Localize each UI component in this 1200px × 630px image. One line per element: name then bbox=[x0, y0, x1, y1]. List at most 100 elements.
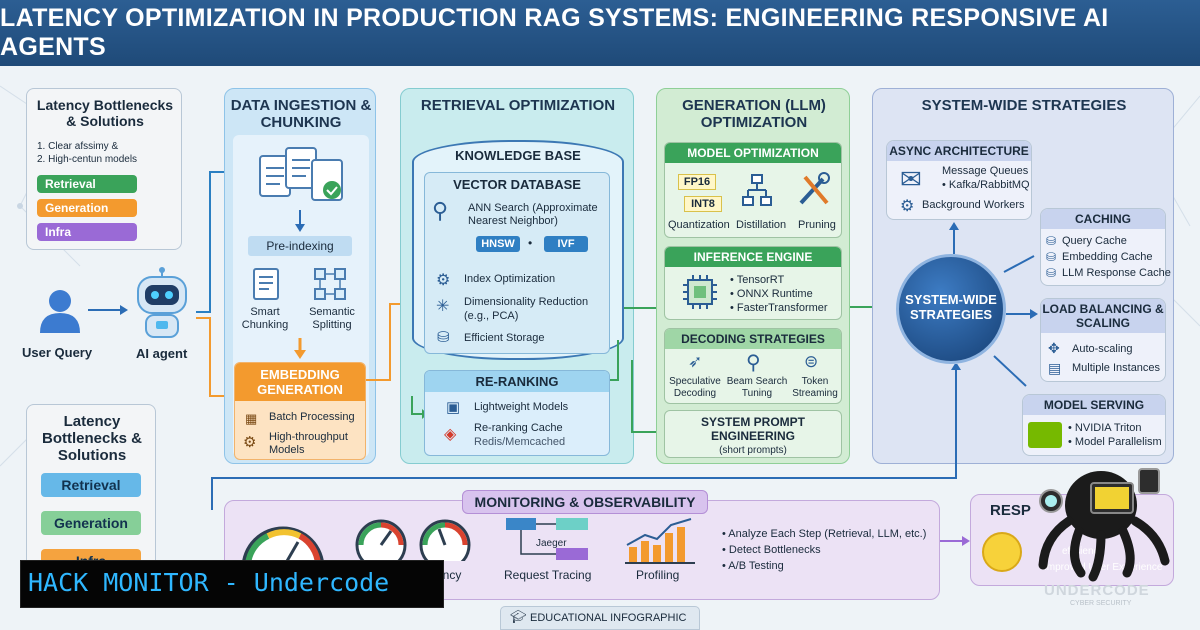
octopus-mascot-icon bbox=[1034, 460, 1172, 584]
envelope-icon: ✉ bbox=[900, 164, 922, 194]
calendar-icon: ▦ bbox=[245, 411, 258, 426]
multiple-label: Multiple Instances bbox=[1072, 362, 1161, 374]
response-efficiency: efficiency bbox=[1062, 546, 1104, 557]
lb-title: LOAD BALANCING & SCALING bbox=[1041, 299, 1165, 333]
sysprompt-box: SYSTEM PROMPT ENGINEERING (short prompts… bbox=[664, 410, 842, 458]
fastertransformer-label: • FasterTransformer bbox=[730, 302, 828, 314]
bottom-flow-line bbox=[211, 364, 961, 510]
nvidia-icon bbox=[1028, 422, 1062, 448]
rr-cache-label: Re-ranking Cache bbox=[474, 422, 563, 434]
triton-label: • NVIDIA Triton bbox=[1068, 422, 1142, 434]
legend-pill-infra: Infra bbox=[37, 223, 137, 241]
token-label: Token Streaming bbox=[792, 376, 838, 399]
search-icon: ⚲ bbox=[432, 198, 449, 223]
rocket-icon: ➶ bbox=[688, 352, 703, 371]
distillation-label: Distillation bbox=[736, 219, 787, 231]
gpu-chip-icon bbox=[680, 272, 720, 312]
search-icon: ⚲ bbox=[746, 352, 761, 374]
tracing-icon bbox=[504, 516, 590, 564]
network-icon: ✳ bbox=[436, 298, 450, 315]
kb-title: KNOWLEDGE BASE bbox=[455, 148, 581, 163]
header-banner: LATENCY OPTIMIZATION IN PRODUCTION RAG S… bbox=[0, 0, 1200, 66]
chunk-doc-icon bbox=[250, 266, 282, 302]
footer-label: EDUCATIONAL INFOGRAPHIC bbox=[530, 612, 687, 624]
reranking-title: RE-RANKING bbox=[425, 371, 609, 392]
storage-label: Efficient Storage bbox=[464, 332, 545, 344]
hub-label: SYSTEM-WIDE STRATEGIES bbox=[905, 292, 997, 322]
tensorrt-label: • TensorRT bbox=[730, 274, 785, 286]
serving-title: MODEL SERVING bbox=[1023, 395, 1165, 415]
bg-workers-label: Background Workers bbox=[922, 199, 1025, 211]
system-hub bbox=[896, 254, 1006, 364]
hub-spokes bbox=[949, 222, 1038, 387]
fp16-badge: FP16 bbox=[678, 174, 716, 190]
page-title: LATENCY OPTIMIZATION IN PRODUCTION RAG S… bbox=[0, 4, 1109, 61]
pruning-label: Pruning bbox=[798, 219, 836, 231]
smart-chunking-label: Smart Chunking bbox=[241, 306, 289, 331]
chart-icon bbox=[622, 516, 698, 566]
database-icon: ⛁ bbox=[1046, 234, 1057, 248]
database-icon: ⛁ bbox=[437, 329, 450, 346]
undercode-brand-sub: CYBER SECURITY bbox=[1070, 600, 1132, 607]
profiling-label: Profiling bbox=[636, 568, 680, 582]
beam-label: Beam Search Tuning bbox=[726, 376, 788, 399]
async-box: ASYNC ARCHITECTURE bbox=[886, 140, 1032, 220]
reranking-box: RE-RANKING bbox=[424, 370, 610, 456]
arrow-user-to-agent bbox=[88, 305, 128, 315]
emb-cache-label: Embedding Cache bbox=[1062, 251, 1153, 263]
monitoring-bullet: • A/B Testing bbox=[722, 560, 784, 572]
preindexing-label: Pre-indexing bbox=[248, 236, 352, 256]
generation-title: GENERATION (LLM) OPTIMIZATION bbox=[682, 97, 826, 131]
legend-line: 2. High-centun models bbox=[37, 154, 138, 165]
index-opt-label: Index Optimization bbox=[464, 273, 556, 285]
ann-label: ANN Search (Approximate Nearest Neighbor… bbox=[468, 202, 598, 227]
stream-icon: ⊜ bbox=[804, 352, 819, 371]
lightweight-label: Lightweight Models bbox=[474, 401, 569, 413]
embedding-title: EMBEDDING GENERATION bbox=[235, 363, 365, 401]
vdb-title: VECTOR DATABASE bbox=[453, 177, 581, 192]
response-title: RESP bbox=[990, 502, 1031, 519]
tools-icon bbox=[796, 170, 832, 208]
split-nodes-icon bbox=[312, 266, 348, 302]
mq-label: Message Queues bbox=[942, 165, 1029, 177]
jaeger-label: Jaeger bbox=[536, 538, 567, 549]
rr-cache-sub: Redis/Memcached bbox=[474, 436, 566, 448]
dot-separator: • bbox=[528, 236, 533, 250]
ingestion-title: DATA INGESTION & CHUNKING bbox=[230, 97, 372, 131]
gauge-icon bbox=[416, 516, 474, 562]
documents-icon bbox=[256, 146, 346, 208]
decoding-title: DECODING STRATEGIES bbox=[665, 329, 841, 349]
autoscaling-label: Auto-scaling bbox=[1072, 343, 1133, 355]
undercode-brand: UNDERCODE bbox=[1044, 582, 1150, 599]
legend-pill-generation: Generation bbox=[41, 511, 141, 535]
batch-label: Batch Processing bbox=[269, 411, 355, 423]
parallelism-label: • Model Parallelism bbox=[1068, 436, 1162, 448]
retrieval-title: RETRIEVAL OPTIMIZATION bbox=[420, 97, 616, 114]
hack-monitor-label: HACK MONITOR - Undercode bbox=[28, 568, 390, 597]
async-title: ASYNC ARCHITECTURE bbox=[887, 141, 1031, 161]
caching-box: CACHING bbox=[1040, 208, 1166, 286]
dim-red-sub: (e.g., PCA) bbox=[464, 310, 519, 322]
database-icon: ⛁ bbox=[1046, 250, 1057, 264]
sysprompt-sub: (short prompts) bbox=[719, 445, 787, 456]
lb-box: LOAD BALANCING & SCALING bbox=[1040, 298, 1166, 382]
vector-db-box: VECTOR DATABASE bbox=[424, 172, 610, 354]
gear-icon: ⚙ bbox=[900, 198, 915, 215]
hack-monitor-banner bbox=[20, 560, 444, 608]
legend-title: Latency Bottlenecks & Solutions bbox=[41, 413, 143, 464]
hierarchy-icon bbox=[740, 172, 774, 208]
hnsw-badge: HNSW bbox=[476, 236, 520, 252]
monitoring-bullet: • Detect Bottlenecks bbox=[722, 544, 821, 556]
ivf-badge: IVF bbox=[544, 236, 588, 252]
smiley-icon bbox=[982, 532, 1022, 572]
legend-pill-retrieval: Retrieval bbox=[37, 175, 137, 193]
response-ux: Improved User Experience bbox=[1044, 562, 1163, 573]
high-throughput-label: High-throughput Models bbox=[269, 431, 348, 456]
ai-agent-label: AI agent bbox=[136, 346, 188, 361]
int8-badge: INT8 bbox=[684, 196, 722, 212]
system-title: SYSTEM-WIDE STRATEGIES bbox=[921, 97, 1127, 114]
semantic-splitting-label: Semantic Splitting bbox=[309, 306, 355, 331]
dim-red-label: Dimensionality Reduction bbox=[464, 296, 589, 308]
arrows-expand-icon: ✥ bbox=[1048, 340, 1060, 356]
model-opt-title: MODEL OPTIMIZATION bbox=[665, 143, 841, 163]
